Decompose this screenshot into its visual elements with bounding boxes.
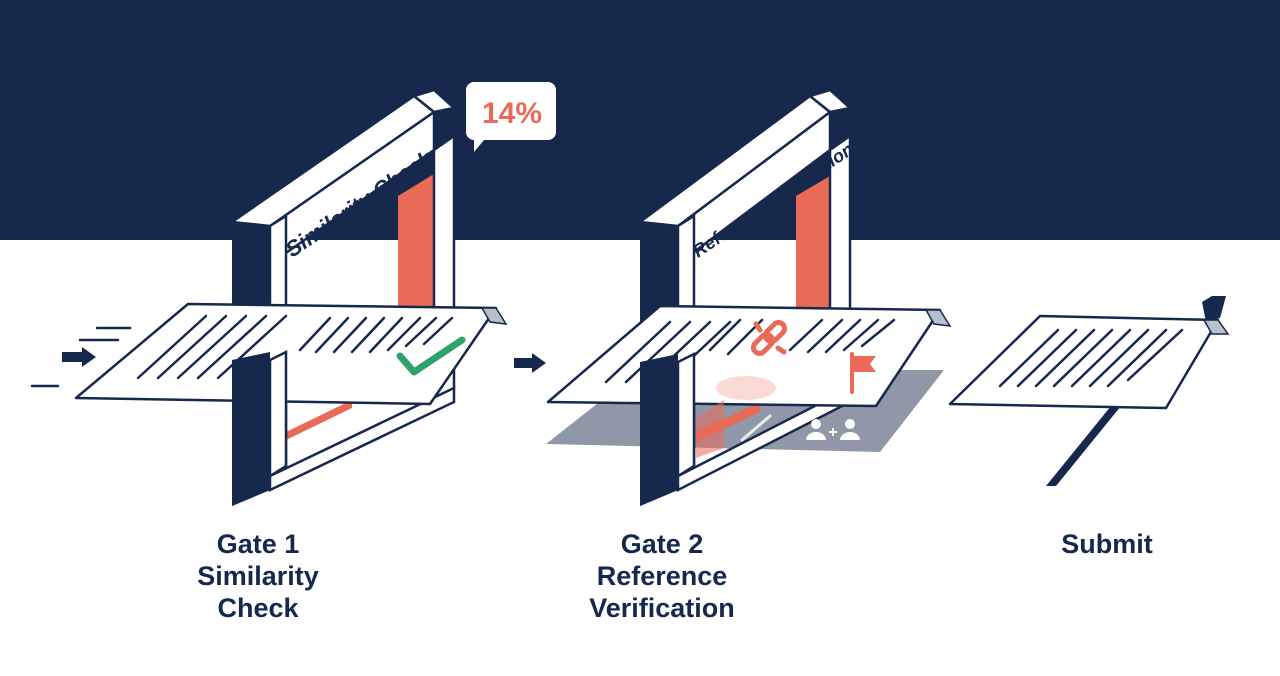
gate-2-left-post-face-front [676,351,696,479]
navy-background-band [0,0,1280,240]
gate-2-caption-title: Gate 2 [620,529,704,559]
incoming-motion-lines [30,326,132,388]
gate-1-coral-panel-bottom [286,400,352,440]
flag-pole-top [1202,296,1226,322]
document-1-text-lines [136,314,454,380]
gate-2-left-post-front [640,354,678,506]
gate-1-caption-line2: Similarity [197,561,319,591]
arrow-icon [514,353,546,373]
gate-2-caption-line3: Verification [589,593,735,623]
broken-link-icon [750,319,788,357]
gate-2-top-bar-end [807,88,853,114]
document-1-fold [480,307,508,325]
document-2-shadow-line [740,414,772,442]
gate-2-caption-line2: Reference [596,561,728,591]
submit-caption-title: Submit [1061,529,1153,559]
gate-2-coral-lower-front [696,400,724,458]
arrow-icon [62,347,96,367]
add-reviewer-icon [806,419,860,440]
submit-document [948,296,1230,486]
gate-1: Similarity Check [228,88,457,506]
gate-1-caption-title: Gate 1 [216,529,300,559]
speech-badge: 14% [466,82,556,152]
document-2-fold [924,309,952,327]
gate-1-top-bar-end [411,88,457,114]
gate-1-left-post-face-front [268,349,288,479]
check-icon [396,336,466,376]
gate-2-caption: Gate 2 Reference Verification [532,528,792,624]
submit-caption: Submit [977,528,1237,560]
gate-1-left-post-front [232,352,270,506]
broken-link-glow [716,376,776,400]
gate-1-caption-line3: Check [217,593,299,623]
flag-pole [1046,390,1134,486]
flag-icon [850,352,876,394]
similarity-score-badge: 14% [482,97,542,130]
submit-document-text-lines [998,328,1184,388]
submit-document-fold [1202,319,1230,335]
gate-1-caption: Gate 1 Similarity Check [128,528,388,624]
